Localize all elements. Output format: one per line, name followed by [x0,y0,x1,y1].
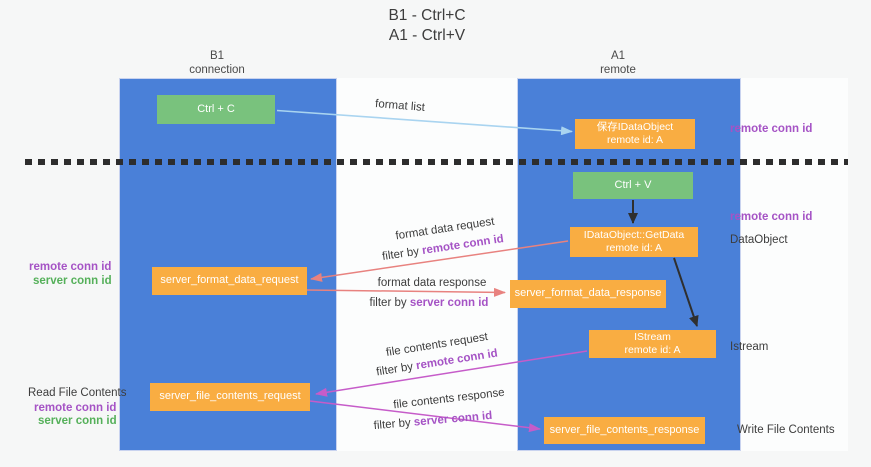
node-server-file-contents-response-label: server_file_contents_response [549,423,700,436]
node-getdata-line2: remote id: A [605,242,663,254]
filter-key-server-conn-id: server conn id [409,297,489,309]
node-server-file-contents-response: server_file_contents_response [544,417,705,444]
lane-left-name: B1 [209,50,225,62]
node-idataobject-getdata: IDataObject::GetData remote id: A [570,227,698,257]
title-line-2: A1 - Ctrl+V [388,27,466,45]
node-ctrl-c-label: Ctrl + C [197,102,235,115]
lane-right-name: A1 [610,50,626,62]
lane-header-b1-connection: B1 connection [189,49,245,78]
filter-prefix: filter by [369,297,410,309]
node-ctrl-v: Ctrl + V [573,172,693,199]
title-line-1: B1 - Ctrl+C [388,7,466,24]
lane-right-role: remote [600,64,636,77]
node-istream-line2: remote id: A [624,344,681,356]
left-label-read-file-contents: Read File Contents [28,387,127,399]
left-label-remote-conn-id-bottom: remote conn id [34,402,117,414]
left-label-server-conn-id-bottom: server conn id [38,415,117,427]
node-save-idataobject-line2: remote id: A [606,134,664,146]
right-label-dataobject: DataObject [730,234,788,246]
node-save-idataobject: 保存IDataObject remote id: A [575,119,695,149]
lane-left-role: connection [189,64,245,77]
node-istream: IStream remote id: A [589,330,716,358]
right-label-remote-conn-id-top: remote conn id [730,123,813,135]
lane-header-a1-remote: A1 remote [600,49,636,78]
right-label-istream: Istream [730,341,769,353]
label-format-data-response: format data response [377,277,487,289]
node-server-format-data-response-label: server_format_data_response [514,287,662,300]
phase-separator-dashed-line [25,159,848,165]
right-label-remote-conn-id-mid: remote conn id [730,211,813,223]
node-ctrl-c: Ctrl + C [157,95,275,124]
node-server-file-contents-request-label: server_file_contents_request [159,390,301,403]
diagram-title: B1 - Ctrl+C A1 - Ctrl+V [388,6,465,46]
left-label-remote-conn-id-top: remote conn id [29,261,112,273]
left-label-server-conn-id-top: server conn id [33,275,112,287]
node-server-format-data-request: server_format_data_request [152,267,307,295]
right-label-write-file-contents: Write File Contents [737,424,835,436]
node-server-format-data-request-label: server_format_data_request [160,274,299,287]
node-server-format-data-response: server_format_data_response [510,280,666,308]
node-ctrl-v-label: Ctrl + V [614,178,652,191]
label-format-data-response-filter: filter by server conn id [370,297,489,309]
node-getdata-line1: IDataObject::GetData [583,228,685,241]
node-server-file-contents-request: server_file_contents_request [150,383,310,411]
node-istream-line1: IStream [634,330,671,343]
node-save-idataobject-line1: 保存IDataObject [596,120,674,133]
